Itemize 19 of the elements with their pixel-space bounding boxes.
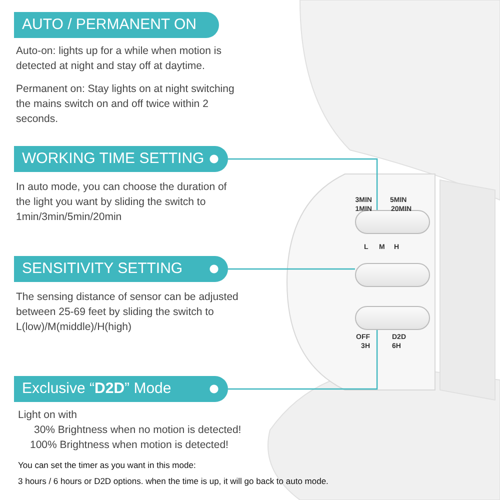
description-text: Auto-on: lights up for a while when motion is detected at night and stay off at daytime. [16, 44, 222, 74]
heading-tag: AUTO / PERMANENT ON [14, 12, 219, 38]
leader-line [228, 330, 378, 390]
description-text: Light on with [18, 408, 78, 423]
description-text: You can set the timer as you want in this mode: [18, 459, 197, 472]
description-text: 30% Brightness when no motion is detected! [34, 423, 242, 438]
description-text: In auto mode, you can choose the duration of the light you want by sliding the switch to 1min/3min/5min/20min [16, 180, 228, 225]
slide-switch [355, 263, 430, 287]
description-text: 3 hours / 6 hours or D2D options. when the time is up, it will go back to auto mode. [18, 475, 330, 488]
heading-tag: Exclusive “D2D” Mode [14, 376, 228, 402]
description-text: The sensing distance of sensor can be adjusted between 25-69 feet by sliding the switch to L(low)/M(middle)/H(high) [16, 290, 240, 335]
description-text: 100% Brightness when motion is detected! [30, 438, 230, 453]
heading-tag: WORKING TIME SETTING [14, 146, 228, 172]
slide-switch [355, 210, 430, 234]
heading-tag: SENSITIVITY SETTING [14, 256, 228, 282]
description-text: Permanent on: Stay lights on at night switching the mains switch on and off twice within 2 seconds. [16, 82, 236, 127]
leader-line [228, 268, 355, 270]
leader-line [228, 158, 378, 210]
slide-switch [355, 306, 430, 330]
